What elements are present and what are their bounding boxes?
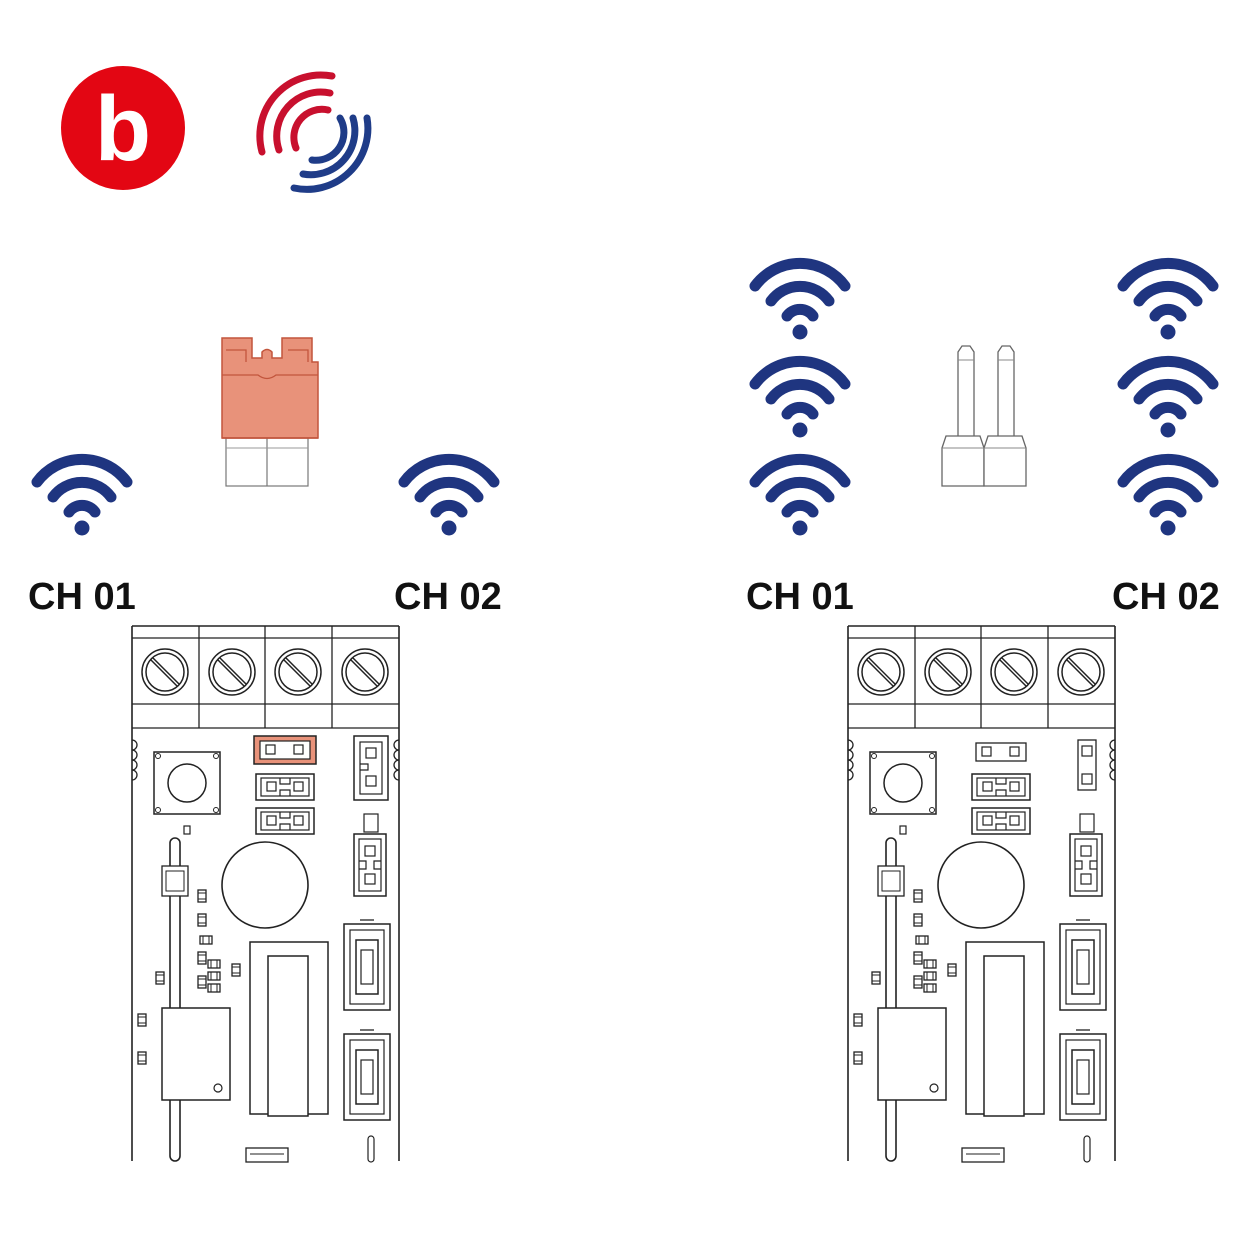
left-panel: CH 01 CH 02 [28, 337, 502, 1162]
ch2-wifi-icon-3 [1123, 459, 1213, 535]
receiver-board [132, 626, 399, 1162]
ch2-wifi-icon [404, 459, 494, 535]
ch1-wifi-icon-1 [755, 263, 845, 339]
brand-logo: b [61, 66, 185, 190]
ch1-label: CH 01 [746, 576, 854, 618]
ch1-wifi-icon-3 [755, 459, 845, 535]
ch2-wifi-icon-2 [1123, 361, 1213, 437]
jumper-cap-icon [221, 337, 319, 487]
ch2-label: CH 02 [394, 576, 502, 618]
ch1-wifi-icon [37, 459, 127, 535]
radio-signal-icon [256, 71, 372, 193]
open-pins-icon [941, 345, 1027, 487]
right-panel: CH 01 CH 02 [746, 263, 1220, 1162]
ch2-wifi-stack [1123, 263, 1213, 535]
ch1-label: CH 01 [28, 576, 136, 618]
logo-letter: b [95, 78, 151, 180]
ch2-label: CH 02 [1112, 576, 1220, 618]
ch1-wifi-icon-2 [755, 361, 845, 437]
ch1-wifi-stack [755, 263, 845, 535]
receiver-board [848, 626, 1115, 1162]
ch2-wifi-icon-1 [1123, 263, 1213, 339]
